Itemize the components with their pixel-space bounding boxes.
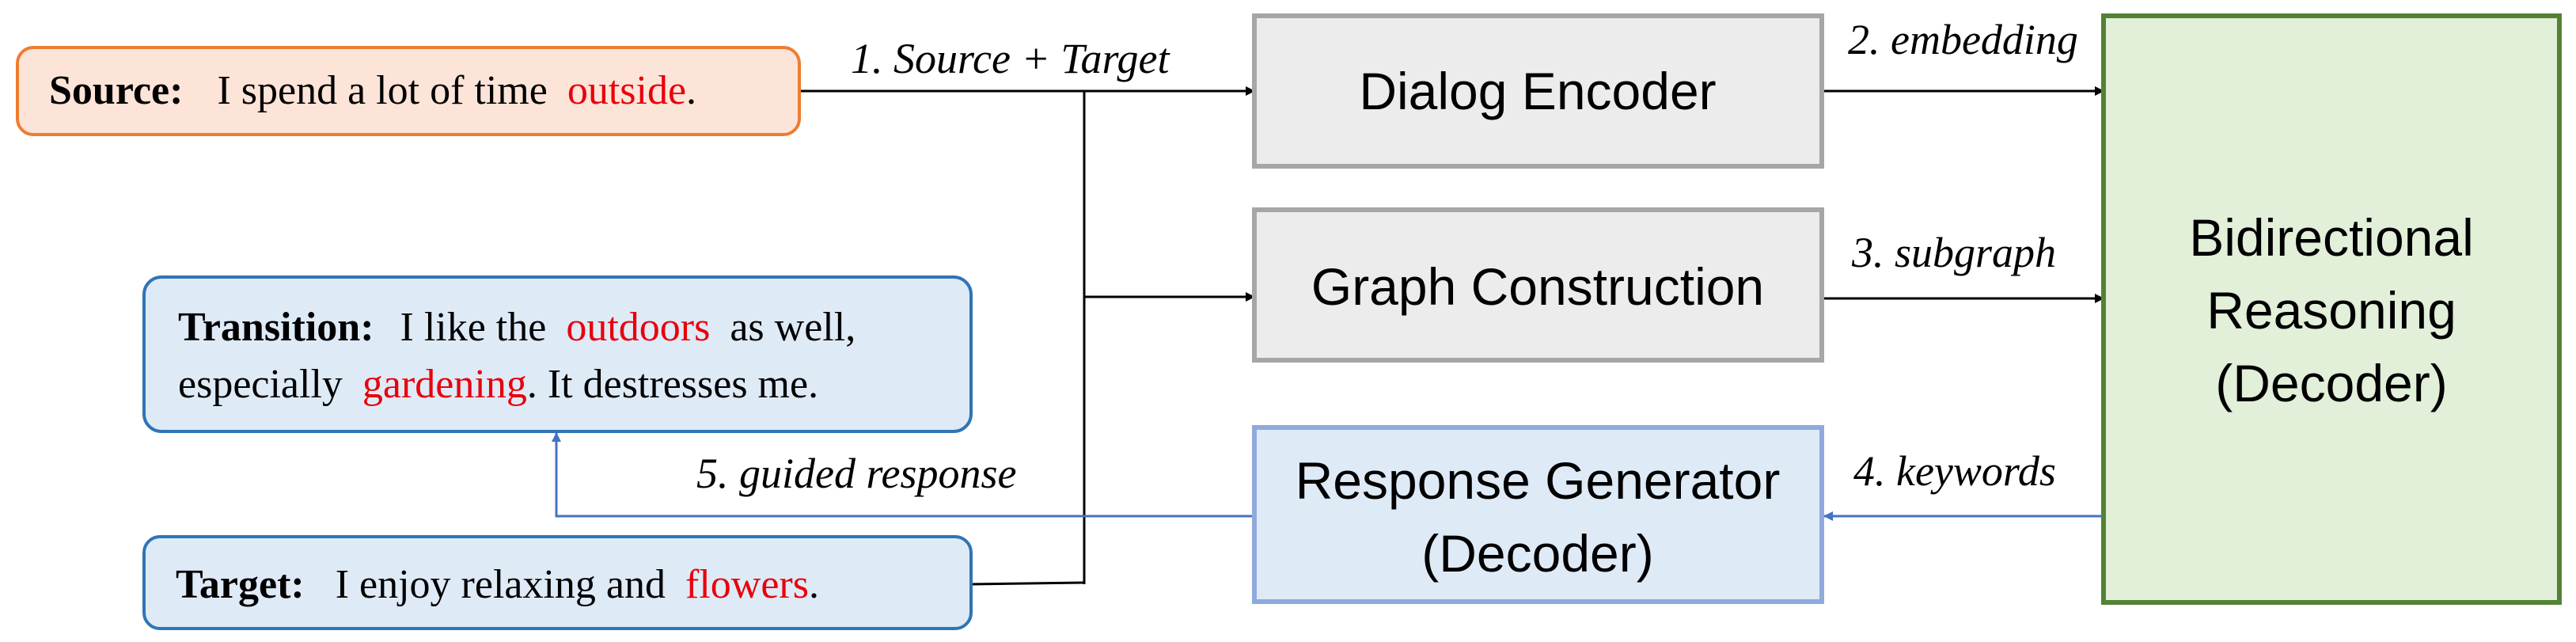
edge-label-embedding: 2. embedding [1848, 16, 2078, 63]
edge-label-source-target: 1. Source + Target [851, 35, 1170, 82]
edge-label-subgraph: 3. subgraph [1851, 229, 2056, 276]
target-keyword: flowers [685, 562, 809, 607]
transition-text-1: I like the [400, 305, 547, 350]
target-box: Target: I enjoy relaxing and flowers. [142, 535, 973, 630]
target-period: . [809, 562, 819, 607]
bidirectional-reasoning-box: Bidirectional Reasoning (Decoder) [2101, 13, 2562, 605]
reasoning-label-1: Bidirectional [2189, 208, 2474, 267]
graph-construction-label: Graph Construction [1311, 257, 1764, 316]
svg-text:Target: I enjoy relaxing: Target: I enjoy relaxing and flowers. [176, 562, 819, 607]
edge-label-keywords: 4. keywords [1853, 447, 2056, 495]
source-box: Source: I spend a lot of time outside. [16, 46, 801, 136]
reasoning-label-3: (Decoder) [2215, 354, 2447, 412]
response-generator-label-1: Response Generator [1296, 451, 1781, 510]
source-label: Source: [49, 68, 183, 113]
dialog-encoder-box: Dialog Encoder [1252, 13, 1824, 169]
target-to-trunk-line [970, 581, 1085, 586]
transition-keyword-gardening: gardening [362, 362, 527, 407]
transition-keyword-outdoors: outdoors [566, 305, 710, 350]
svg-text:especially gardening. It: especially gardening. It destresses me. [178, 362, 818, 407]
transition-text-3: especially [178, 362, 343, 407]
guided-response-arrow [552, 432, 1254, 518]
source-keyword: outside [567, 68, 686, 113]
transition-box: Transition: I like the outdoors as well,… [142, 275, 973, 433]
source-text: I spend a lot of time [217, 68, 547, 113]
target-text: I enjoy relaxing and [336, 562, 666, 607]
target-label: Target: [176, 562, 305, 607]
dialog-encoder-label: Dialog Encoder [1359, 62, 1716, 120]
response-generator-label-2: (Decoder) [1421, 524, 1653, 583]
reasoning-label-2: Reasoning [2206, 281, 2456, 340]
svg-text:Source: I spend a lot of: Source: I spend a lot of time outside. [49, 68, 696, 113]
svg-text:Transition: I like the: Transition: I like the outdoors as well, [178, 305, 856, 350]
transition-text-4: . It destresses me. [527, 362, 818, 407]
edge-label-guided-response: 5. guided response [696, 450, 1016, 497]
response-generator-box: Response Generator (Decoder) [1252, 425, 1824, 604]
transition-text-2: as well, [730, 305, 856, 350]
source-period: . [686, 68, 696, 113]
transition-label: Transition: [178, 305, 374, 350]
graph-construction-box: Graph Construction [1252, 207, 1824, 363]
